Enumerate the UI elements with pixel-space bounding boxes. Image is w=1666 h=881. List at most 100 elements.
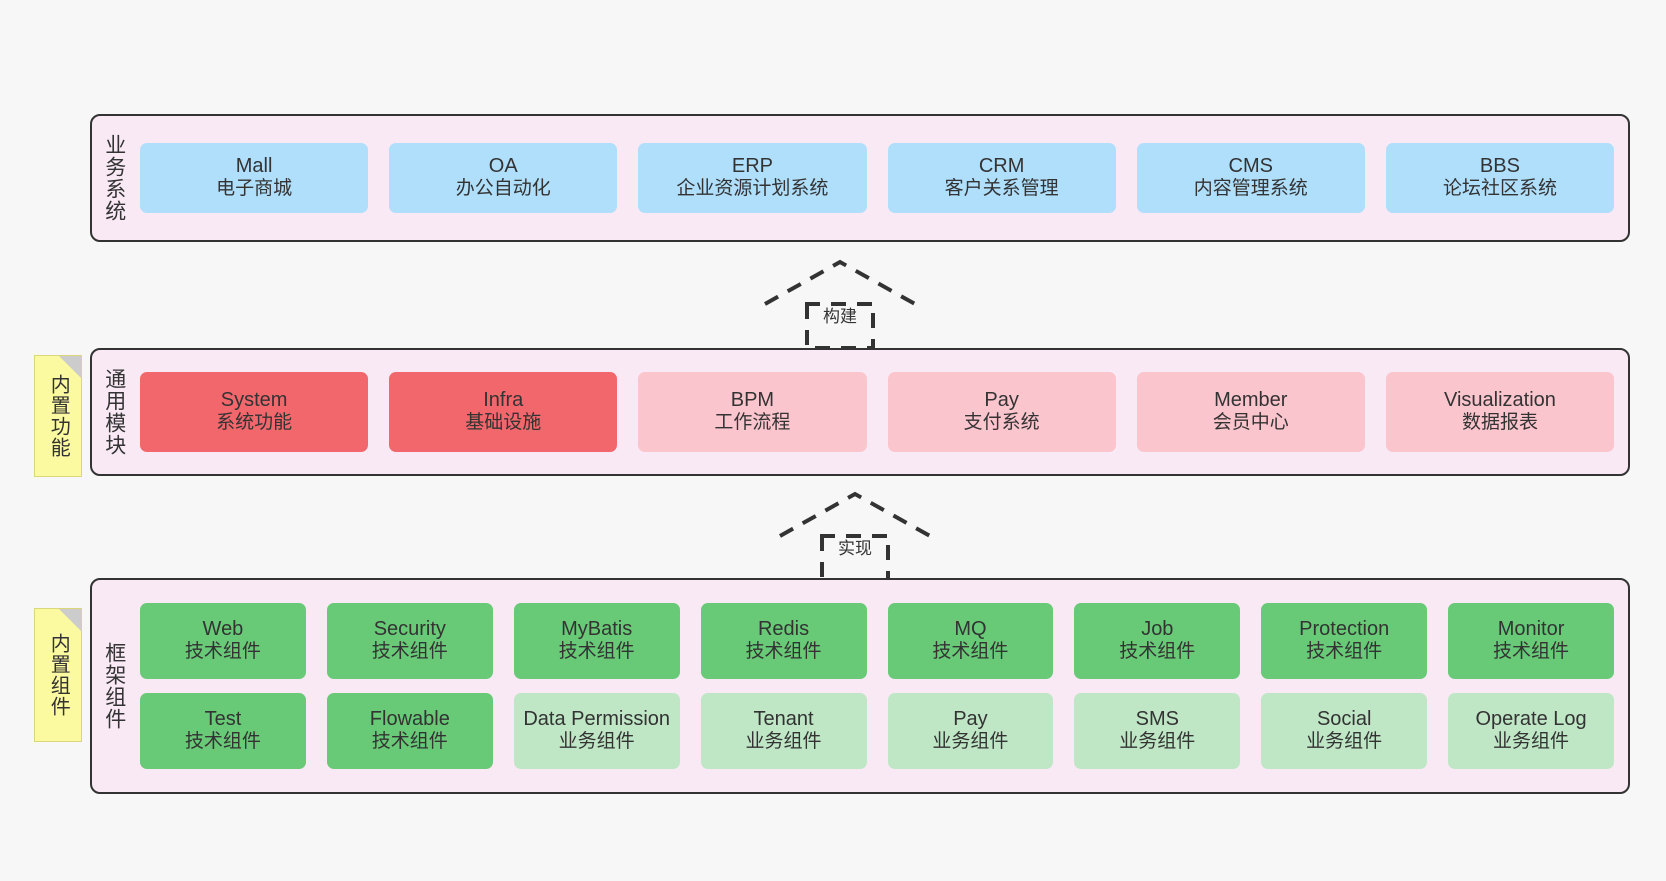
node-mybatis-cn: 技术组件 <box>558 641 635 663</box>
node-pay-component[interactable]: Pay 业务组件 <box>887 693 1054 769</box>
node-cms-en: CMS <box>1228 154 1273 177</box>
node-flowable-en: Flowable <box>369 707 450 730</box>
node-flowable[interactable]: Flowable 技术组件 <box>326 693 493 769</box>
node-mall-cn: 电子商城 <box>216 178 293 200</box>
node-security-cn: 技术组件 <box>371 641 448 663</box>
node-tenant-cn: 业务组件 <box>745 731 822 753</box>
node-oa-cn: 办公自动化 <box>455 178 551 200</box>
node-mq-cn: 技术组件 <box>932 641 1009 663</box>
node-tenant[interactable]: Tenant 业务组件 <box>700 693 867 769</box>
layer-common-modules: 通用模块 System 系统功能 Infra 基础设施 BPM 工作流程 Pay… <box>90 348 1630 476</box>
node-monitor[interactable]: Monitor 技术组件 <box>1448 603 1614 679</box>
node-test-en: Test <box>204 707 242 730</box>
node-data-permission-en: Data Permission <box>523 707 671 730</box>
layer-framework-components: 框架组件 Web 技术组件 Security 技术组件 MyBatis 技术组件… <box>90 578 1630 794</box>
node-social[interactable]: Social 业务组件 <box>1261 693 1428 769</box>
node-crm-en: CRM <box>978 154 1025 177</box>
node-protection[interactable]: Protection 技术组件 <box>1261 603 1428 679</box>
layer-business-system: 业务系统 Mall 电子商城 OA 办公自动化 ERP 企业资源计划系统 CRM… <box>90 114 1630 242</box>
note-builtin-features: 内置功能 <box>34 355 82 477</box>
node-data-permission-cn: 业务组件 <box>558 731 635 753</box>
node-oa-en: OA <box>488 154 518 177</box>
node-member-en: Member <box>1214 388 1288 411</box>
node-erp-cn: 企业资源计划系统 <box>676 178 829 200</box>
node-crm[interactable]: CRM 客户关系管理 <box>887 143 1116 213</box>
node-pay-module[interactable]: Pay 支付系统 <box>887 372 1116 452</box>
node-sms-en: SMS <box>1135 707 1179 730</box>
node-monitor-cn: 技术组件 <box>1493 641 1570 663</box>
node-operate-log-en: Operate Log <box>1475 707 1587 730</box>
connector-build: 构建 <box>760 258 920 350</box>
node-cms[interactable]: CMS 内容管理系统 <box>1136 143 1365 213</box>
layer-framework-components-body: Web 技术组件 Security 技术组件 MyBatis 技术组件 Redi… <box>136 580 1628 792</box>
node-system[interactable]: System 系统功能 <box>140 372 369 452</box>
node-bpm-cn: 工作流程 <box>714 412 791 434</box>
node-erp-en: ERP <box>731 154 773 177</box>
connector-build-arrow-icon <box>764 259 916 350</box>
node-job[interactable]: Job 技术组件 <box>1074 603 1241 679</box>
node-visualization-en: Visualization <box>1443 388 1556 411</box>
layer-business-system-label: 业务系统 <box>102 134 126 222</box>
node-system-en: System <box>220 388 288 411</box>
node-pay-module-en: Pay <box>984 388 1019 411</box>
business-system-row: Mall 电子商城 OA 办公自动化 ERP 企业资源计划系统 CRM 客户关系… <box>140 143 1615 213</box>
layer-common-modules-body: System 系统功能 Infra 基础设施 BPM 工作流程 Pay 支付系统… <box>136 350 1628 474</box>
node-pay-component-en: Pay <box>953 707 988 730</box>
node-bbs[interactable]: BBS 论坛社区系统 <box>1385 143 1615 213</box>
node-protection-cn: 技术组件 <box>1306 641 1383 663</box>
node-test-cn: 技术组件 <box>184 731 261 753</box>
node-social-cn: 业务组件 <box>1306 731 1383 753</box>
node-mall-en: Mall <box>235 154 273 177</box>
node-operate-log-cn: 业务组件 <box>1493 731 1570 753</box>
node-redis-cn: 技术组件 <box>745 641 822 663</box>
node-web[interactable]: Web 技术组件 <box>140 603 306 679</box>
node-bbs-cn: 论坛社区系统 <box>1442 178 1557 200</box>
node-pay-module-cn: 支付系统 <box>963 412 1040 434</box>
node-erp[interactable]: ERP 企业资源计划系统 <box>638 143 867 213</box>
node-test[interactable]: Test 技术组件 <box>140 693 306 769</box>
node-visualization-cn: 数据报表 <box>1461 412 1538 434</box>
node-web-en: Web <box>202 617 244 640</box>
node-visualization[interactable]: Visualization 数据报表 <box>1385 372 1615 452</box>
note-builtin-components-label: 内置组件 <box>47 633 70 717</box>
connector-implement-label: 实现 <box>838 539 872 558</box>
node-mybatis[interactable]: MyBatis 技术组件 <box>513 603 680 679</box>
node-job-en: Job <box>1141 617 1174 640</box>
connector-build-label: 构建 <box>823 307 857 326</box>
node-mybatis-en: MyBatis <box>561 617 633 640</box>
node-bpm[interactable]: BPM 工作流程 <box>638 372 867 452</box>
node-crm-cn: 客户关系管理 <box>944 178 1059 200</box>
node-mq-en: MQ <box>954 617 987 640</box>
node-redis[interactable]: Redis 技术组件 <box>700 603 867 679</box>
node-pay-component-cn: 业务组件 <box>932 731 1009 753</box>
node-redis-en: Redis <box>757 617 810 640</box>
connector-implement: 实现 <box>775 490 935 582</box>
node-infra-en: Infra <box>483 388 524 411</box>
layer-business-system-body: Mall 电子商城 OA 办公自动化 ERP 企业资源计划系统 CRM 客户关系… <box>136 116 1628 240</box>
node-web-cn: 技术组件 <box>184 641 261 663</box>
node-mall[interactable]: Mall 电子商城 <box>140 143 369 213</box>
framework-tech-row: Web 技术组件 Security 技术组件 MyBatis 技术组件 Redi… <box>140 603 1614 679</box>
node-operate-log[interactable]: Operate Log 业务组件 <box>1448 693 1614 769</box>
node-sms[interactable]: SMS 业务组件 <box>1074 693 1241 769</box>
node-security[interactable]: Security 技术组件 <box>326 603 493 679</box>
node-data-permission[interactable]: Data Permission 业务组件 <box>513 693 680 769</box>
node-mq[interactable]: MQ 技术组件 <box>887 603 1054 679</box>
node-infra[interactable]: Infra 基础设施 <box>389 372 618 452</box>
node-bbs-en: BBS <box>1479 154 1520 177</box>
node-member[interactable]: Member 会员中心 <box>1136 372 1365 452</box>
node-bpm-en: BPM <box>730 388 775 411</box>
note-fold-icon <box>59 609 81 631</box>
node-monitor-en: Monitor <box>1497 617 1565 640</box>
node-protection-en: Protection <box>1299 617 1390 640</box>
node-cms-cn: 内容管理系统 <box>1193 178 1308 200</box>
node-infra-cn: 基础设施 <box>465 412 542 434</box>
node-flowable-cn: 技术组件 <box>371 731 448 753</box>
framework-business-row: Test 技术组件 Flowable 技术组件 Data Permission … <box>140 693 1614 769</box>
node-sms-cn: 业务组件 <box>1119 731 1196 753</box>
connector-implement-arrow-icon <box>779 491 931 582</box>
layer-framework-components-label: 框架组件 <box>102 642 126 730</box>
node-oa[interactable]: OA 办公自动化 <box>389 143 618 213</box>
node-tenant-en: Tenant <box>753 707 814 730</box>
